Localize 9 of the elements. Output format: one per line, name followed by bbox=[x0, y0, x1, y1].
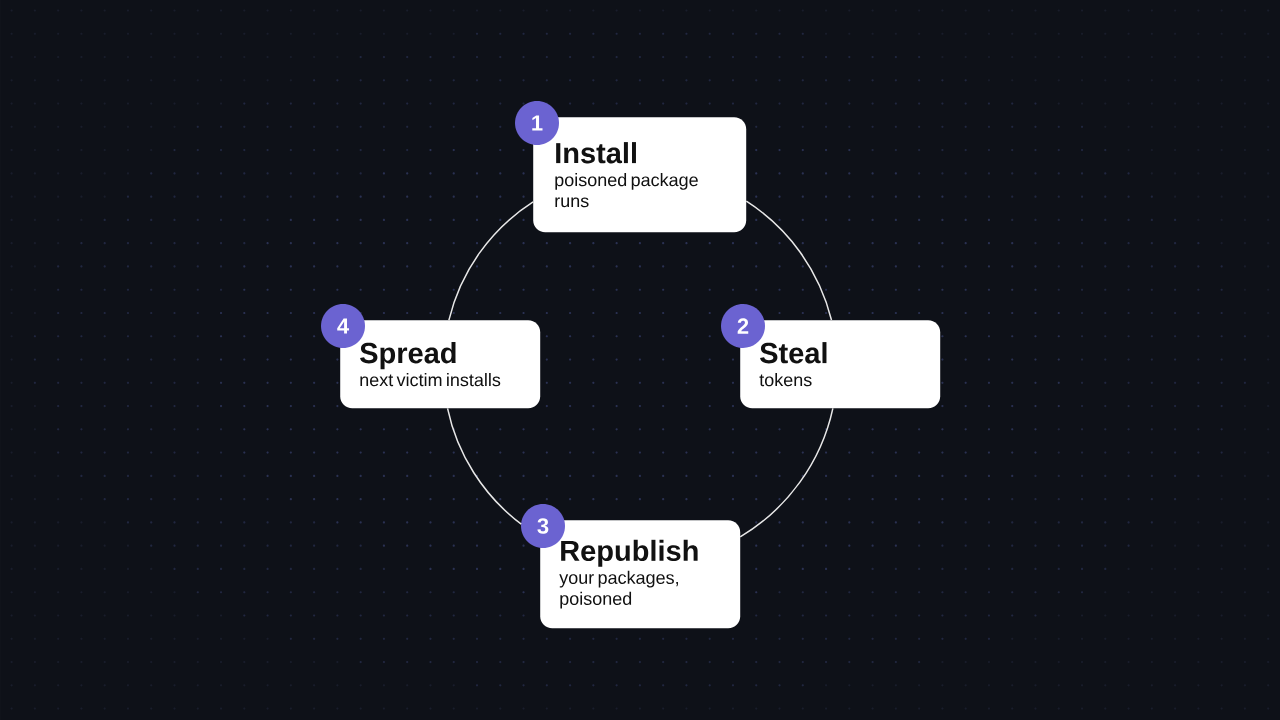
step-title: Install bbox=[556, 142, 636, 164]
connector-arc bbox=[448, 201, 534, 321]
step-description: tokens bbox=[759, 373, 812, 387]
step-description: next victim installs bbox=[360, 373, 501, 387]
step-description: your packages, poisoned bbox=[559, 570, 678, 609]
connector-arc bbox=[446, 407, 522, 525]
step-description: poisoned package runs bbox=[555, 173, 698, 208]
connector-arc bbox=[745, 200, 833, 321]
connector-arc bbox=[739, 407, 834, 538]
